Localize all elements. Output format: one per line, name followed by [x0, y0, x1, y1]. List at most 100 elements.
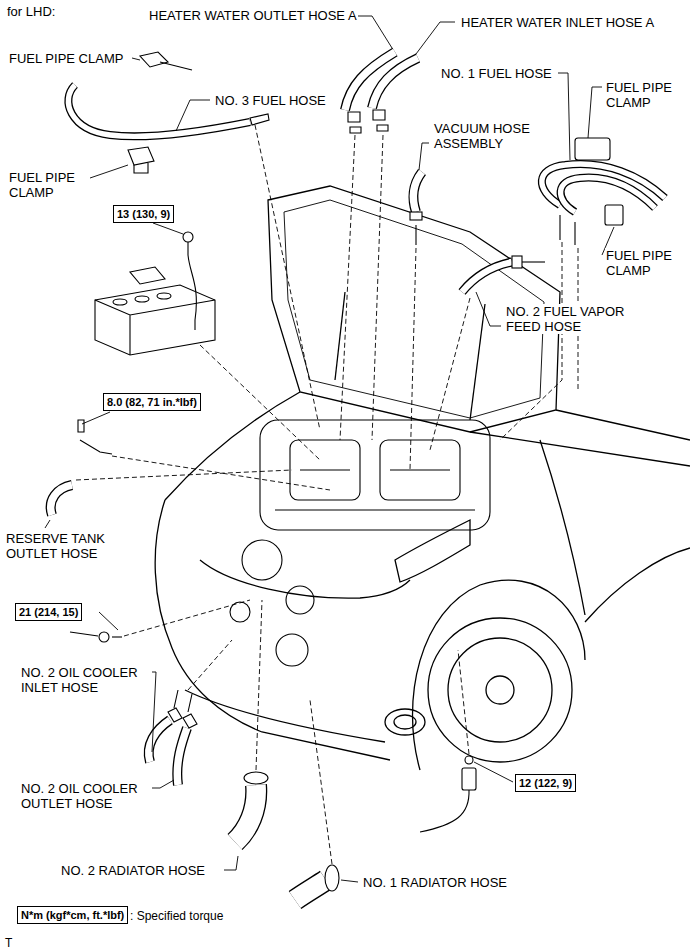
battery-and-cables — [135, 296, 149, 302]
car-body — [395, 520, 470, 582]
part-label: NO. 3 FUEL HOSE — [214, 93, 327, 108]
assembly-dashed-line — [200, 345, 320, 460]
hose-part — [372, 58, 418, 108]
engine — [286, 586, 314, 614]
torque-spec-box: 12 (122, 9) — [515, 774, 576, 792]
assembly-dashed-line — [458, 650, 469, 754]
part-label: NO. 2 FUEL VAPOR FEED HOSE — [505, 304, 647, 334]
leader-line — [588, 87, 602, 138]
assembly-dashed-line — [188, 640, 232, 690]
part-label: NO. 2 RADIATOR HOSE — [60, 863, 206, 878]
hose-part — [149, 720, 170, 762]
clamp-part — [575, 138, 610, 160]
torque-legend-box: N*m (kgf*cm, ft.*lbf) — [17, 906, 128, 924]
clamp-part — [377, 125, 388, 131]
leader-line — [150, 780, 174, 788]
car-body — [486, 676, 514, 704]
clamp-part — [605, 205, 623, 225]
battery-and-cables — [70, 632, 98, 636]
battery-and-cables — [462, 768, 476, 790]
engine — [230, 420, 490, 666]
engine — [260, 420, 490, 530]
assembly-dashed-line — [124, 600, 250, 636]
car-body — [200, 560, 410, 598]
leader-line — [176, 100, 210, 131]
hose-part — [177, 728, 187, 785]
car-body — [556, 410, 690, 440]
battery-and-cables — [157, 293, 171, 299]
legend-note: : Specified torque — [129, 909, 224, 924]
clamp-part — [128, 147, 154, 165]
clamp-part — [140, 52, 168, 67]
figure-code: T — [4, 936, 13, 951]
clamp-part — [250, 114, 269, 125]
torque-value: 8.0 (82, 71 in.*lbf) — [107, 396, 197, 408]
assembly-dashed-line — [340, 135, 355, 440]
leader-line — [132, 58, 140, 60]
leader-line — [476, 292, 501, 326]
hose-part — [414, 172, 422, 212]
part-label: NO. 1 RADIATOR HOSE — [362, 875, 508, 890]
clamp-part — [348, 112, 360, 122]
battery-and-cables — [465, 756, 473, 764]
part-label: FUEL PIPE CLAMP — [605, 248, 687, 278]
battery-and-cables — [99, 632, 109, 642]
battery-and-cables — [78, 420, 84, 432]
leader-line — [45, 16, 614, 882]
hose-part — [235, 785, 256, 842]
clamp-part — [244, 772, 268, 784]
hose-part — [295, 880, 326, 900]
leader-line — [416, 22, 455, 54]
car-body — [448, 638, 552, 742]
leader-line — [153, 223, 183, 234]
assembly-dashed-line — [310, 700, 332, 864]
part-label: FUEL PIPE CLAMP — [605, 80, 687, 110]
leader-line — [45, 520, 50, 528]
clamp-part — [160, 62, 192, 70]
leader-line — [358, 16, 392, 48]
clamp-part — [128, 52, 623, 891]
assembly-dashed-line — [410, 248, 416, 470]
car-body — [155, 500, 390, 760]
battery-and-cables — [113, 299, 127, 305]
torque-value: 13 (130, 9) — [117, 208, 170, 220]
leader-line — [419, 143, 429, 170]
leader-line — [341, 880, 358, 882]
clamp-part — [512, 256, 522, 268]
leader-line — [82, 412, 110, 424]
battery-and-cables — [70, 232, 476, 832]
car-body — [540, 440, 585, 615]
part-label: HEATER WATER OUTLET HOSE A — [148, 8, 358, 23]
leader-line — [474, 762, 513, 782]
battery-and-cables — [112, 636, 122, 637]
hose-part — [51, 52, 665, 900]
clamp-part — [325, 865, 339, 891]
car-body — [428, 618, 572, 762]
clamp-part — [415, 225, 416, 245]
car-body — [385, 709, 425, 735]
hose-part — [372, 58, 418, 108]
clamp-part — [174, 690, 192, 712]
part-label: NO. 2 OIL COOLER OUTLET HOSE — [20, 781, 152, 811]
hose-part — [51, 485, 72, 515]
clamp-part — [560, 215, 575, 245]
hose-part — [51, 485, 72, 515]
car-body — [470, 304, 485, 420]
clamp-part — [134, 163, 148, 173]
battery-and-cables — [80, 440, 112, 454]
battery-and-cables — [95, 285, 215, 355]
assembly-dashed-line — [76, 470, 292, 480]
leader-line — [99, 612, 118, 630]
clamp-part — [168, 708, 182, 722]
hose-part — [235, 785, 256, 842]
car-body — [585, 548, 690, 622]
torque-value: N*m (kgf*cm, ft.*lbf) — [21, 909, 124, 921]
part-label: RESERVE TANK OUTLET HOSE — [5, 531, 127, 561]
assembly-dashed-line — [256, 600, 262, 770]
torque-value: 21 (214, 15) — [19, 606, 78, 618]
assembly-dashed-line — [76, 125, 578, 864]
diagram-title: for LHD: — [6, 4, 56, 19]
hose-part — [462, 262, 512, 292]
car-body — [413, 580, 586, 770]
